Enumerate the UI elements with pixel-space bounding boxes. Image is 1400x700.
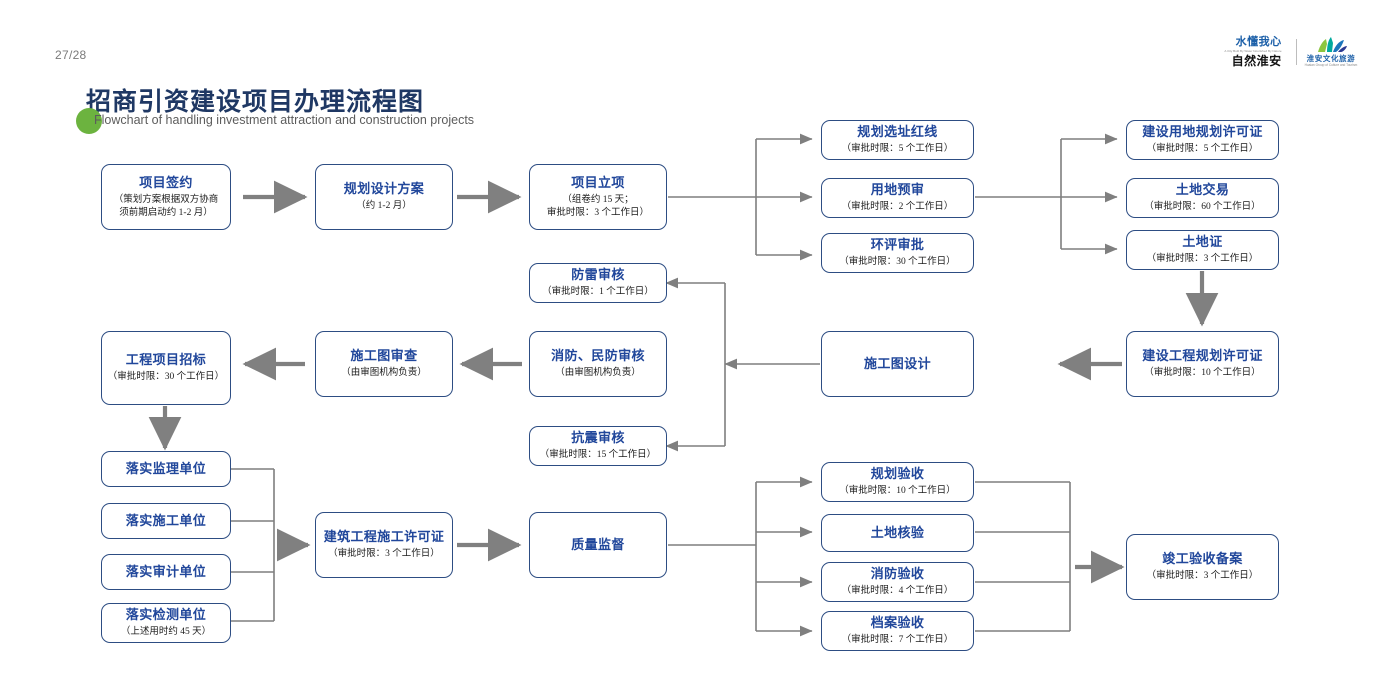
node-project-signing[interactable]: 项目签约 （策划方案根据双方协商 须前期启动约 1-2 月） bbox=[101, 164, 231, 230]
node-title: 落实监理单位 bbox=[125, 460, 207, 476]
node-title: 土地交易 bbox=[1175, 181, 1230, 197]
node-title: 工程项目招标 bbox=[125, 351, 207, 367]
node-subtitle: （审批时限：5 个工作日） bbox=[841, 144, 954, 155]
node-title: 防雷审核 bbox=[571, 266, 625, 282]
node-subtitle: （审批时限：1 个工作日） bbox=[542, 287, 654, 298]
node-assign-supervision-unit[interactable]: 落实监理单位 bbox=[101, 451, 231, 487]
node-subtitle: （审批时限：3 个工作日） bbox=[1146, 571, 1259, 582]
node-land-verification[interactable]: 土地核验 bbox=[821, 514, 974, 552]
node-title: 土地证 bbox=[1182, 233, 1223, 249]
node-land-transaction[interactable]: 土地交易 （审批时限：60 个工作日） bbox=[1126, 178, 1279, 218]
node-title: 项目签约 bbox=[139, 174, 193, 190]
node-title: 竣工验收备案 bbox=[1162, 550, 1243, 566]
node-project-tendering[interactable]: 工程项目招标 （审批时限：30 个工作日） bbox=[101, 331, 231, 405]
node-title: 规划设计方案 bbox=[343, 180, 425, 196]
brand-name-cn: 自然淮安 bbox=[1231, 53, 1282, 68]
node-subtitle: （审批时限：10 个工作日） bbox=[839, 486, 956, 497]
node-subtitle: （审批时限：4 个工作日） bbox=[841, 586, 954, 597]
node-assign-construction-unit[interactable]: 落实施工单位 bbox=[101, 503, 231, 539]
node-construction-drawing-design[interactable]: 施工图设计 bbox=[821, 331, 974, 397]
node-subtitle: （审批时限：15 个工作日） bbox=[539, 450, 657, 461]
node-subtitle: （审批时限：2 个工作日） bbox=[841, 202, 954, 213]
brand-slogan-en: A City Built By Water Nourished By Natur… bbox=[1224, 49, 1282, 53]
node-planning-design-scheme[interactable]: 规划设计方案 （约 1-2 月） bbox=[315, 164, 453, 230]
node-title: 消防验收 bbox=[870, 565, 925, 581]
brand-org-cn: 淮安文化旅游 bbox=[1306, 54, 1356, 64]
node-title: 建设工程规划许可证 bbox=[1142, 347, 1263, 363]
node-subtitle: （审批时限：60 个工作日） bbox=[1144, 202, 1261, 213]
node-lightning-protection-review[interactable]: 防雷审核 （审批时限：1 个工作日） bbox=[529, 263, 667, 303]
node-construction-permit[interactable]: 建筑工程施工许可证 （审批时限：3 个工作日） bbox=[315, 512, 453, 578]
node-title: 规划验收 bbox=[870, 465, 925, 481]
node-subtitle: （上述用时约 45 天） bbox=[120, 627, 212, 638]
node-land-certificate[interactable]: 土地证 （审批时限：3 个工作日） bbox=[1126, 230, 1279, 270]
node-assign-testing-unit[interactable]: 落实检测单位 （上述用时约 45 天） bbox=[101, 603, 231, 643]
node-title: 质量监督 bbox=[571, 536, 625, 552]
node-archive-acceptance[interactable]: 档案验收 （审批时限：7 个工作日） bbox=[821, 611, 974, 651]
node-subtitle: （由审图机构负责） bbox=[341, 368, 427, 379]
node-subtitle: （审批时限：7 个工作日） bbox=[841, 635, 954, 646]
page-subtitle: Flowchart of handling investment attract… bbox=[94, 113, 475, 127]
node-title: 规划选址红线 bbox=[857, 123, 938, 139]
node-site-redline[interactable]: 规划选址红线 （审批时限：5 个工作日） bbox=[821, 120, 974, 160]
node-title: 档案验收 bbox=[870, 614, 925, 630]
node-subtitle: （审批时限：30 个工作日） bbox=[839, 257, 956, 268]
node-assign-audit-unit[interactable]: 落实审计单位 bbox=[101, 554, 231, 590]
node-eia-approval[interactable]: 环评审批 （审批时限：30 个工作日） bbox=[821, 233, 974, 273]
page-number: 27/28 bbox=[55, 48, 87, 62]
node-subtitle: （审批时限：3 个工作日） bbox=[328, 549, 440, 560]
page-title: 招商引资建设项目办理流程图 bbox=[86, 89, 425, 116]
brand-logo-right: 淮安文化旅游 Huaian Group of Culture and Touri… bbox=[1304, 37, 1358, 67]
node-subtitle: （审批时限：10 个工作日） bbox=[1144, 368, 1261, 379]
node-subtitle: （审批时限：30 个工作日） bbox=[107, 372, 225, 383]
tourism-mark-icon bbox=[1317, 37, 1347, 53]
node-subtitle: （审批时限：3 个工作日） bbox=[1146, 254, 1259, 265]
brand-logo-left: 水懂我心 A City Built By Water Nourished By … bbox=[1218, 36, 1288, 68]
node-completion-filing[interactable]: 竣工验收备案 （审批时限：3 个工作日） bbox=[1126, 534, 1279, 600]
node-quality-supervision[interactable]: 质量监督 bbox=[529, 512, 667, 578]
node-drawing-examination[interactable]: 施工图审查 （由审图机构负责） bbox=[315, 331, 453, 397]
node-title: 土地核验 bbox=[870, 524, 925, 540]
node-title: 抗震审核 bbox=[571, 429, 625, 445]
node-subtitle: （由审图机构负责） bbox=[555, 368, 641, 379]
node-seismic-review[interactable]: 抗震审核 （审批时限：15 个工作日） bbox=[529, 426, 667, 466]
node-title: 落实审计单位 bbox=[125, 563, 207, 579]
node-project-initiation[interactable]: 项目立项 （组卷约 15 天； 审批时限：3 个工作日） bbox=[529, 164, 667, 230]
node-land-pre-review[interactable]: 用地预审 （审批时限：2 个工作日） bbox=[821, 178, 974, 218]
node-title: 项目立项 bbox=[571, 174, 625, 190]
node-title: 落实施工单位 bbox=[125, 512, 207, 528]
brand-slogan-cn: 水懂我心 bbox=[1235, 36, 1282, 49]
node-title: 用地预审 bbox=[870, 181, 925, 197]
node-subtitle: （约 1-2 月） bbox=[356, 201, 412, 212]
node-subtitle: （审批时限：5 个工作日） bbox=[1146, 144, 1259, 155]
node-title: 消防、民防审核 bbox=[551, 347, 645, 363]
brand-org-en: Huaian Group of Culture and Tourism bbox=[1304, 62, 1358, 67]
node-title: 建设用地规划许可证 bbox=[1142, 123, 1263, 139]
node-title: 建筑工程施工许可证 bbox=[323, 528, 445, 544]
node-fire-acceptance[interactable]: 消防验收 （审批时限：4 个工作日） bbox=[821, 562, 974, 602]
green-dot-decoration bbox=[76, 108, 102, 134]
node-planning-acceptance[interactable]: 规划验收 （审批时限：10 个工作日） bbox=[821, 462, 974, 502]
node-title: 环评审批 bbox=[870, 236, 925, 252]
node-title: 落实检测单位 bbox=[125, 606, 207, 622]
brand-logo: 水懂我心 A City Built By Water Nourished By … bbox=[1218, 33, 1368, 71]
brand-divider bbox=[1295, 39, 1297, 65]
node-subtitle: （组卷约 15 天； 审批时限：3 个工作日） bbox=[546, 194, 650, 218]
node-construction-planning-permit[interactable]: 建设工程规划许可证 （审批时限：10 个工作日） bbox=[1126, 331, 1279, 397]
node-subtitle: （策划方案根据双方协商 须前期启动约 1-2 月） bbox=[113, 194, 219, 218]
node-title: 施工图审查 bbox=[350, 347, 418, 363]
node-land-use-planning-permit[interactable]: 建设用地规划许可证 （审批时限：5 个工作日） bbox=[1126, 120, 1279, 160]
node-fire-civil-defense-review[interactable]: 消防、民防审核 （由审图机构负责） bbox=[529, 331, 667, 397]
node-title: 施工图设计 bbox=[863, 355, 931, 371]
